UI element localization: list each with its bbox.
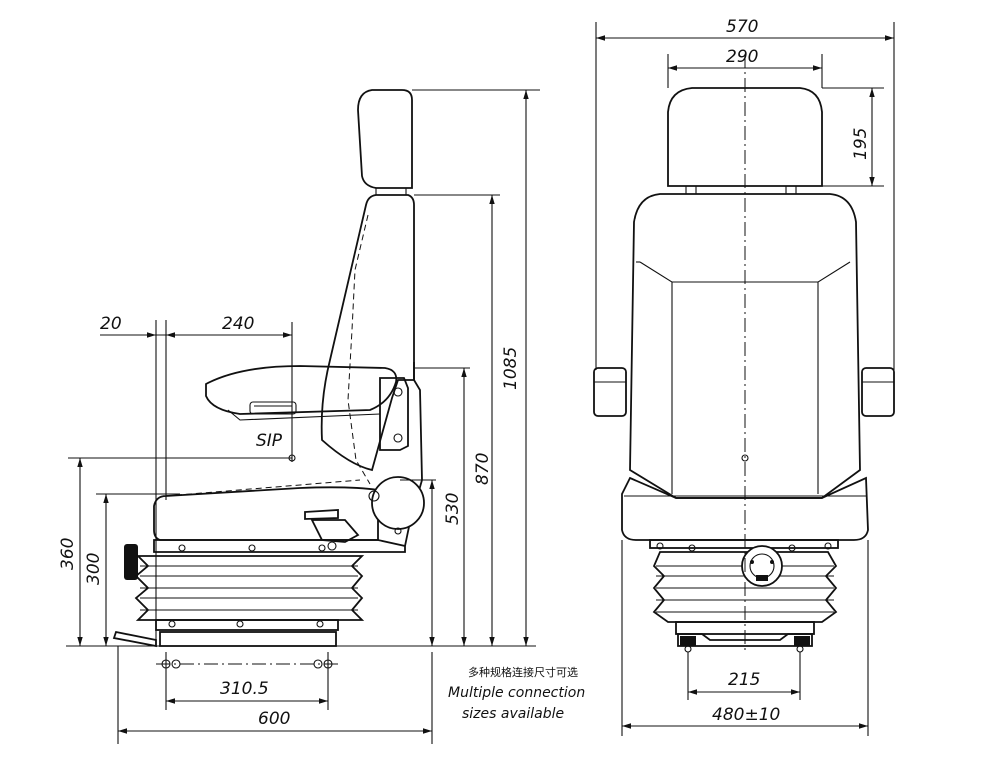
front-view <box>593 54 895 653</box>
height-knob <box>124 544 138 580</box>
dim-310-5: 310.5 <box>220 679 269 699</box>
dim-530: 530 <box>443 493 463 525</box>
side-dimensions: 20 240 SIP 360 300 530 870 1085 <box>58 89 540 744</box>
dim-480: 480±10 <box>712 705 780 725</box>
note-chinese: 多种规格连接尺寸可选 <box>468 665 578 679</box>
dim-20: 20 <box>100 314 122 334</box>
recline-knob <box>371 476 425 530</box>
dim-240: 240 <box>222 314 254 334</box>
dim-195: 195 <box>851 128 871 160</box>
connection-note: 多种规格连接尺寸可选 Multiple connection sizes ava… <box>448 665 585 722</box>
dim-215: 215 <box>728 670 760 690</box>
side-armrest <box>205 365 398 415</box>
front-right-armrest <box>861 367 895 417</box>
front-cushion <box>621 476 869 541</box>
dim-360: 360 <box>58 538 78 570</box>
weight-dial <box>741 545 783 587</box>
side-bellows <box>134 555 365 621</box>
dim-sip-label: SIP <box>256 431 283 451</box>
side-view <box>112 89 425 648</box>
note-line2: sizes available <box>462 706 564 722</box>
armrest-handle <box>249 401 297 415</box>
front-bellows <box>652 551 838 623</box>
dim-870: 870 <box>473 453 493 485</box>
dim-1085: 1085 <box>501 347 521 390</box>
dim-600: 600 <box>258 709 290 729</box>
side-headrest <box>357 89 413 189</box>
dim-300: 300 <box>84 553 104 585</box>
dim-570: 570 <box>726 17 758 37</box>
note-line1: Multiple connection <box>448 685 585 701</box>
dim-290: 290 <box>726 47 758 67</box>
front-dimensions: 570 290 195 215 480±10 <box>595 17 895 736</box>
front-left-armrest <box>593 367 627 417</box>
side-backrest <box>320 194 415 472</box>
side-cushion <box>153 486 379 541</box>
